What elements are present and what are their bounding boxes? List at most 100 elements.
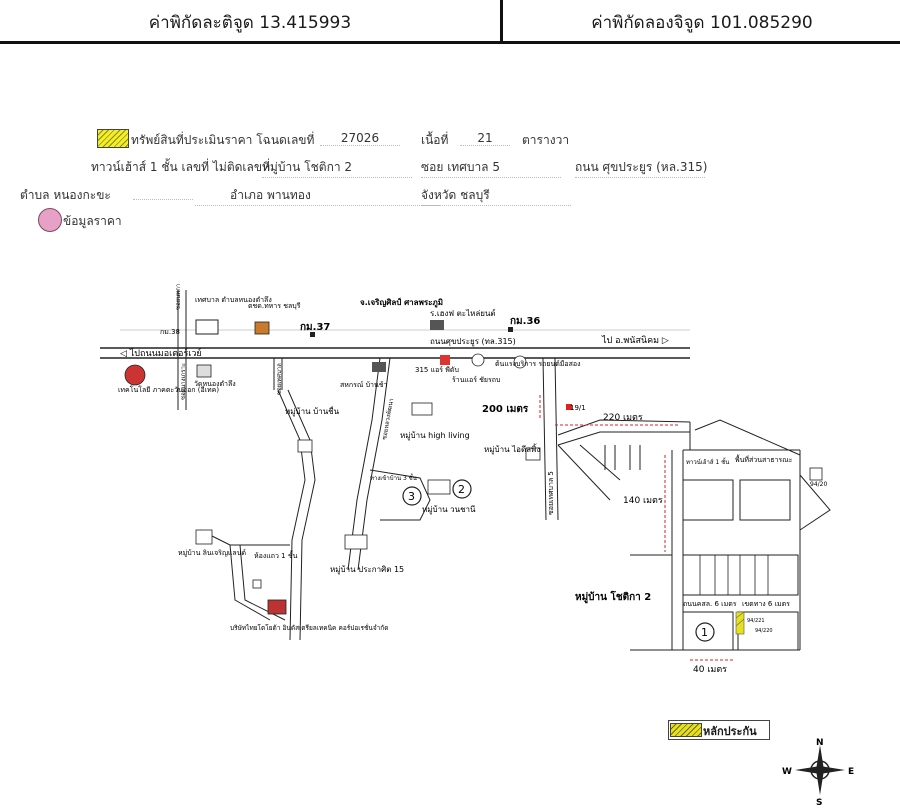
municipality-icon [195,319,219,335]
location-map: กม.38 กม.37 กม.36 ◁ ไปถนนมอเตอร์เวย์ ไป … [100,284,831,675]
public-area-label: พื้นที่ส่วนสาธารณะ [735,453,793,464]
road-name: ถนน ศุขประยูร (หล.315) [575,158,707,178]
highliving-icon [411,402,433,416]
marker9420-icon [809,467,823,481]
wanchani-label: หมู่บ้าน วนชานี [422,505,476,515]
marker-1-label: 1 [701,626,708,639]
marker-2-label: 2 [458,483,465,496]
company-icon [267,599,287,615]
police-label: ตชด.ทหาร ชลบุรี [248,302,301,310]
hospital-icon [124,364,146,386]
rimcharoen-label: หมู่บ้าน ลินเจริญแลนด์ [178,549,246,557]
road6m-label: ถนนคสล. 6 เมตร [683,600,737,608]
coordinate-header [0,0,900,44]
compass-icon: N S E W [782,738,854,807]
header-divider [500,0,503,41]
room-rent-label: ห้องแถว 1 ชั้น [254,549,298,560]
distance-40: 40 เมตร [693,665,727,675]
prakan-label: หมู่บ้าน ประกาศิต 15 [330,565,404,575]
company-label: บริษัทไทยโตโยต้า อินดัสเตรียลเทคนิค คอร์… [230,623,388,632]
distance-220: 220 เมตร [603,413,643,423]
longitude-label: ค่าพิกัดลองจิจูด 101.085290 [591,13,813,33]
compass-s: S [816,798,822,807]
latitude-label: ค่าพิกัดละติจูด 13.415993 [148,13,352,33]
chotika-label: หมู่บ้าน โชติกา 2 [575,590,651,604]
soi-kanok-label: ทางเข้าบ้าน 3 ชั้น [370,472,417,482]
km37-label: กม.37 [300,322,330,333]
to-bangkok-label: ◁ ไปถนนมอเตอร์เวย์ [120,347,202,359]
legend-box [668,720,770,740]
coop-label: สหกรณ์ บ้านช้า [340,381,388,389]
amphoe-name: อำเภอ พานทอง [195,186,440,206]
rimcharoen-icon [195,529,213,545]
tambon-name: ตำบล หนองกะขะ [20,188,111,202]
soi-left2-label: ซอยเทศบาล [276,363,283,395]
area-value: 21 [460,131,510,146]
distance-200: 200 เมตร [482,404,529,415]
main-road-label: ถนนศุขประยูร (ทล.315) [430,337,516,347]
house1f-label: ทาวน์เฮ้าส์ 1 ชั้น [686,456,729,466]
province-name: จังหวัด ชลบุรี [421,186,571,206]
km37-post [310,332,315,337]
marker-2 [452,479,472,499]
baanchuen-icon [297,439,313,453]
house191-icon [566,404,572,410]
tent-icon [430,320,444,330]
road6m-b-label: เขตทาง 6 เมตร [742,600,790,608]
village-name: หมู่บ้าน โชติกา 2 [262,158,412,178]
soi-mid-label: ซอยหลวงพัฒนา [381,398,395,441]
soi5-road [542,357,547,521]
temple-label: วัดหนองตำลึง [194,379,236,388]
lot-b-label: 94/220 [755,628,773,634]
soi-left1-label: ซอยนางเกราะ [180,363,187,400]
carservice-label: ร้านแอร์ ชัยรถบ [452,376,500,384]
marker-1 [695,622,715,642]
km36-post [508,327,513,332]
soi-name: ซอย เทศบาล 5 [421,158,561,178]
compass-e: E [848,767,854,777]
house191-label: 19/1 [570,404,586,412]
compass-n: N [816,738,824,748]
house-label: ทาวน์เฮ้าส์ 1 ชั้น เลขที่ ไม่ติดเลขที่ [91,160,270,174]
temple-icon [196,364,212,378]
highliving-label: หมู่บ้าน high living [400,431,470,441]
baanchuen-road [277,389,306,641]
deed-number: 27026 [320,131,400,146]
sml-left-label: ซอยนพกา [175,284,182,310]
ideal-label: หมู่บ้าน ไอดีลพิ้ง [484,443,540,455]
marker-3-label: 3 [408,490,415,503]
school-label: จ.เจริญศิลป์ ศาลพระภูมิ [360,297,443,308]
police-icon [254,321,270,335]
marker9420-label: 94/20 [810,481,827,488]
hospital-label: เทคโนโลยี ภาคตะวันออก (อีเทค) [118,385,219,394]
pledge-swatch [670,723,702,737]
shop315-label: 315 แอร์ พีดับ [415,366,459,374]
ideal-icon [525,447,541,461]
area-unit: ตารางวา [522,133,570,147]
price-data-dot [38,208,62,232]
marker-3 [402,486,422,506]
lot-a-label: 94/221 [747,618,765,624]
wanchani-icon [427,479,451,495]
to-phanat-label: ไป อ.พนัสนิคม ▷ [601,335,669,346]
coop-icon [372,362,386,372]
tambon-underline [133,199,193,200]
distance-140: 140 เมตร [623,496,663,506]
pledge-label: หลักประกัน [703,725,757,738]
property-label: ทรัพย์สินที่ประเมินราคา โฉนดเลขที่ [131,133,315,147]
baanchuen-label: หมู่บ้าน บ้านชื่น [285,405,340,417]
km38-label: กม.38 [160,328,180,336]
vehicle-icon [513,355,527,369]
carservice-icon [471,353,485,367]
municipality-label: เทศบาล ตำบลหนองตำลึง [195,295,272,304]
soi5-label: ซอยเทศบาล 5 [547,471,555,515]
prakan-icon [344,534,368,550]
shop315-icon [440,355,450,365]
km36-label: กม.36 [510,316,540,327]
vehicle-label: ต้นแรงบริการ รถยนต์มือสอง [495,360,581,368]
compass-w: W [782,767,792,777]
tent-label: ร.เฮงฟ ตะไหล่ยนต์ [430,308,496,318]
subject-property-lot [735,611,745,635]
price-data-label: ข้อมูลราคา [63,214,122,228]
property-legend-swatch [97,129,129,148]
